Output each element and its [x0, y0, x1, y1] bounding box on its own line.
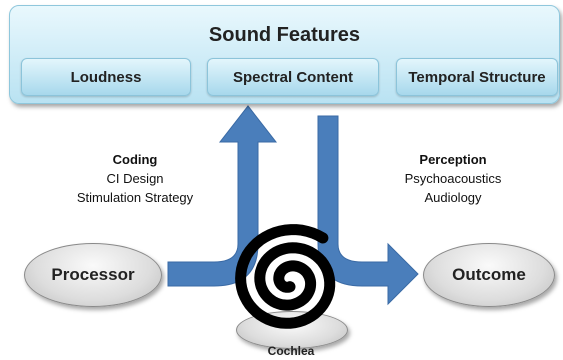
- outcome-node: Outcome: [423, 243, 555, 307]
- coding-arrow: [167, 105, 278, 287]
- feature-spectral-content: Spectral Content: [207, 58, 379, 96]
- spiral-icon: [235, 224, 336, 329]
- perception-line-audiology: Audiology: [424, 190, 482, 205]
- coding-heading: Coding: [112, 152, 158, 167]
- feature-temporal-structure: Temporal Structure: [396, 58, 558, 96]
- feature-loudness: Loudness: [21, 58, 191, 96]
- cochlea-label: Cochlea: [267, 344, 315, 358]
- perception-line-psychoacoustics: Psychoacoustics: [404, 171, 502, 186]
- banner-title: Sound Features: [208, 24, 361, 46]
- sound-features-banner: Sound Features Loudness Spectral Content…: [9, 5, 560, 104]
- coding-text: Coding CI Design Stimulation Strategy: [40, 150, 230, 207]
- perception-heading: Perception: [419, 152, 487, 167]
- coding-line-ci-design: CI Design: [106, 171, 164, 186]
- perception-text: Perception Psychoacoustics Audiology: [378, 150, 528, 207]
- coding-line-stimulation-strategy: Stimulation Strategy: [76, 190, 194, 205]
- processor-node: Processor: [24, 243, 162, 307]
